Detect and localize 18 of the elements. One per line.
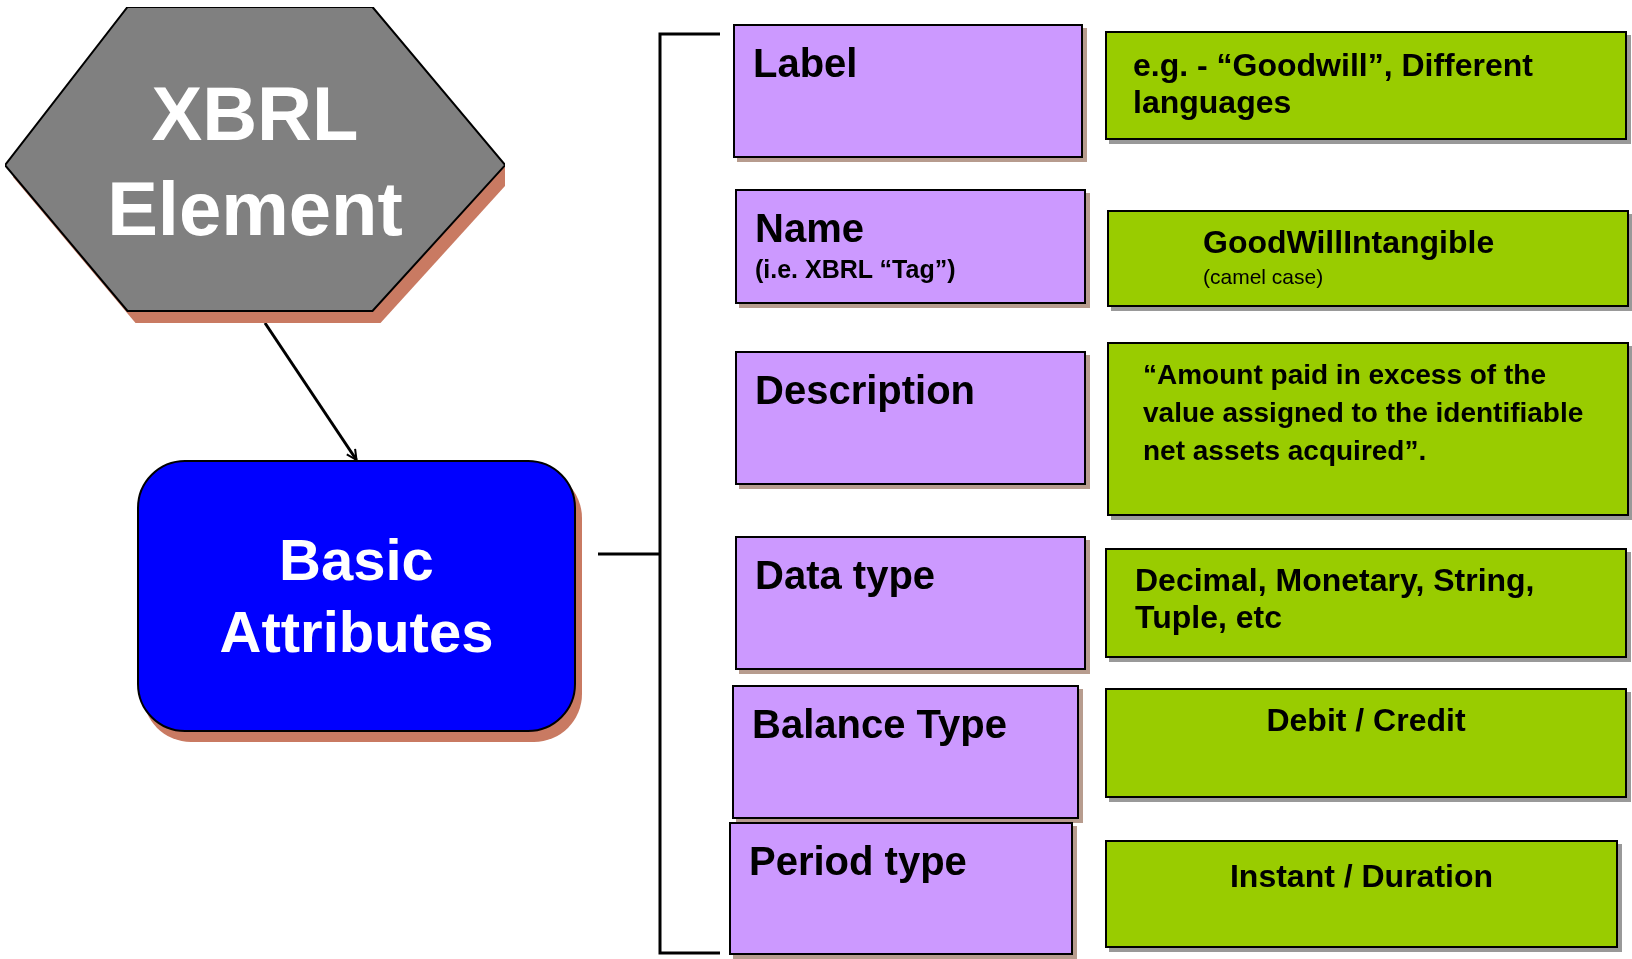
title-text: Name — [755, 205, 865, 251]
title-text: Period type — [749, 838, 968, 884]
title-text: XBRL Element — [106, 70, 404, 253]
hexagon-shape — [5, 7, 505, 325]
subtitle-text: (camel case) — [1203, 264, 1325, 289]
title-text: Description — [755, 367, 977, 413]
title-text: Balance Type — [752, 701, 1008, 747]
title-text: Instant / Duration — [1228, 858, 1495, 895]
title-text: Basic Attributes — [218, 525, 495, 666]
title-text: Debit / Credit — [1265, 702, 1467, 739]
title-text: Decimal, Monetary, String, Tuple, etc — [1135, 562, 1536, 636]
title-text: Data type — [755, 552, 937, 598]
title-text: GoodWillIntangible — [1203, 224, 1496, 261]
title-text: Label — [753, 40, 859, 86]
subtitle-text: (i.e. XBRL “Tag”) — [755, 255, 957, 284]
title-text: e.g. - “Goodwill”, Different languages — [1133, 47, 1534, 121]
title-text: “Amount paid in excess of the value assigned to the identifiable net assets acquired”. — [1143, 358, 1585, 468]
arrow — [263, 322, 358, 461]
